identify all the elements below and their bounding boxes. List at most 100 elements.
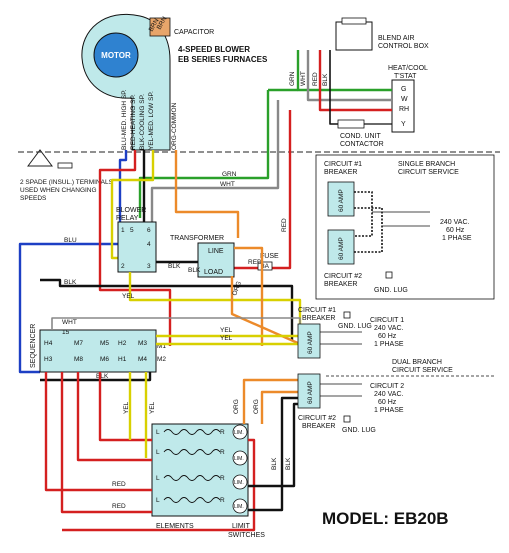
el3-r: R xyxy=(220,475,225,482)
seq-h4: H4 xyxy=(44,340,53,347)
relay-label-2: RELAY xyxy=(116,215,139,222)
wire-blu-label: BLU xyxy=(64,237,77,244)
sb-breaker-2 xyxy=(327,229,355,265)
db-b1-b: BREAKER xyxy=(302,315,335,322)
seq-m4: M4 xyxy=(138,356,147,363)
wire-org-el1: ORG xyxy=(233,399,240,414)
relay-t1: 1 xyxy=(121,227,125,234)
wire-red-label: RED xyxy=(281,218,288,232)
capacitor-label: CAPACITOR xyxy=(174,29,214,36)
cond-contactor xyxy=(337,119,365,129)
db-breaker-1 xyxy=(297,323,321,359)
elements-label: ELEMENTS xyxy=(156,523,194,530)
db-lug-2: GND. LUG xyxy=(342,427,376,434)
wire-yel-4: YEL xyxy=(123,401,130,414)
fuse-label: FUSE xyxy=(260,253,279,260)
heating-elements xyxy=(163,429,221,503)
wire-blk-relay: BLK xyxy=(168,263,181,270)
wire-red-fuse: RED xyxy=(248,259,262,266)
elements-panel xyxy=(151,423,249,517)
sb-c1-b: BREAKER xyxy=(324,169,357,176)
wire-org-el2: ORG xyxy=(253,399,260,414)
wire-yel-5: YEL xyxy=(149,401,156,414)
el4-l: L xyxy=(156,497,160,504)
db-breaker-2 xyxy=(297,373,321,409)
tstat-label-2: T'STAT xyxy=(394,73,417,80)
fuse-icon xyxy=(257,261,273,271)
blend-air-label-2: CONTROL BOX xyxy=(378,43,429,50)
el1-r: R xyxy=(220,429,225,436)
blower-subtitle: EB SERIES FURNACES xyxy=(178,55,268,64)
wire-org-label: ORG xyxy=(231,280,243,296)
db-b1: CIRCUIT #1 xyxy=(298,307,336,314)
sb-service-2: CIRCUIT SERVICE xyxy=(398,169,459,176)
seq-m2: M2 xyxy=(157,356,166,363)
lead-yel: YEL-MED. LOW SP. xyxy=(148,91,155,150)
capacitor-icon xyxy=(149,17,171,37)
limit-label: LIMIT xyxy=(232,523,251,530)
seq-m5: M5 xyxy=(100,340,109,347)
db-b2-b: BREAKER xyxy=(302,423,335,430)
db-c1-1: CIRCUIT 1 xyxy=(370,317,404,324)
db-amp-1: 60 AMP xyxy=(307,331,314,354)
blend-air-box xyxy=(335,21,373,51)
relay-t6: 6 xyxy=(147,227,151,234)
wire-wht-seq: WHT xyxy=(62,319,77,326)
db-service-2: CIRCUIT SERVICE xyxy=(392,367,453,374)
wire-red-el2: RED xyxy=(112,503,126,510)
blend-air-label: BLEND AIR xyxy=(378,35,415,42)
cond-label-2: CONTACTOR xyxy=(340,141,384,148)
relay-t4: 4 xyxy=(147,241,151,248)
sb-service: SINGLE BRANCH xyxy=(398,161,455,168)
transformer-load: LOAD xyxy=(204,269,223,276)
limit-label-2: SWITCHES xyxy=(228,532,265,539)
spade-note-2: USED WHEN CHANGING xyxy=(20,187,97,194)
wire-blk-el2: BLK xyxy=(285,457,292,470)
db-b2: CIRCUIT #2 xyxy=(298,415,336,422)
model-label: MODEL: EB20B xyxy=(322,509,449,528)
lead-org: ORG-COMMON xyxy=(171,102,178,150)
thermostat xyxy=(391,79,415,133)
sb-power-1: 240 VAC. xyxy=(440,219,469,226)
tstat-label: HEAT/COOL xyxy=(388,65,428,72)
cond-label: COND. UNIT xyxy=(340,133,382,140)
tstat-g: G xyxy=(401,86,406,93)
db-c1-3: 60 Hz xyxy=(378,333,397,340)
transformer-label: TRANSFORMER xyxy=(170,235,224,242)
sb-c2-b: BREAKER xyxy=(324,281,357,288)
tstat-w: W xyxy=(401,96,408,103)
db-service: DUAL BRANCH xyxy=(392,359,442,366)
el1-l: L xyxy=(156,429,160,436)
relay-t3: 3 xyxy=(147,263,151,270)
sequencer xyxy=(39,329,157,373)
wire-blk-el1: BLK xyxy=(271,457,278,470)
sb-power-2: 60 Hz xyxy=(446,227,465,234)
spade-note-3: SPEEDS xyxy=(20,195,47,202)
lim2: LIM. xyxy=(234,456,244,462)
sb-breaker-1 xyxy=(327,181,355,217)
lim1: LIM. xyxy=(234,430,244,436)
wire-blk-long: BLK xyxy=(64,279,77,286)
db-c1-4: 1 PHASE xyxy=(374,341,404,348)
lim4: LIM. xyxy=(234,504,244,510)
fuse-rating: 3A xyxy=(261,263,270,270)
db-lug-icon-1 xyxy=(343,311,351,319)
lead-blu: BLU-MED. HIGH SP. xyxy=(121,89,128,150)
motor-label: MOTOR xyxy=(101,51,131,60)
db-c2-2: 240 VAC. xyxy=(374,391,403,398)
seq-m6: M6 xyxy=(100,356,109,363)
wire-blk-tx: BLK xyxy=(188,267,201,274)
seq-h1: H1 xyxy=(118,356,127,363)
ctl-grn: GRN xyxy=(289,71,296,86)
tstat-rh: RH xyxy=(399,106,409,113)
relay-t5: 5 xyxy=(130,227,134,234)
seq-h3: H3 xyxy=(44,356,53,363)
wire-yel-3: YEL xyxy=(220,335,233,342)
wire-wht-label: WHT xyxy=(220,181,235,188)
motor-icon xyxy=(93,32,139,78)
seq-m3: M3 xyxy=(138,340,147,347)
sb-c1: CIRCUIT #1 xyxy=(324,161,362,168)
db-amp-2: 60 AMP xyxy=(307,381,314,404)
